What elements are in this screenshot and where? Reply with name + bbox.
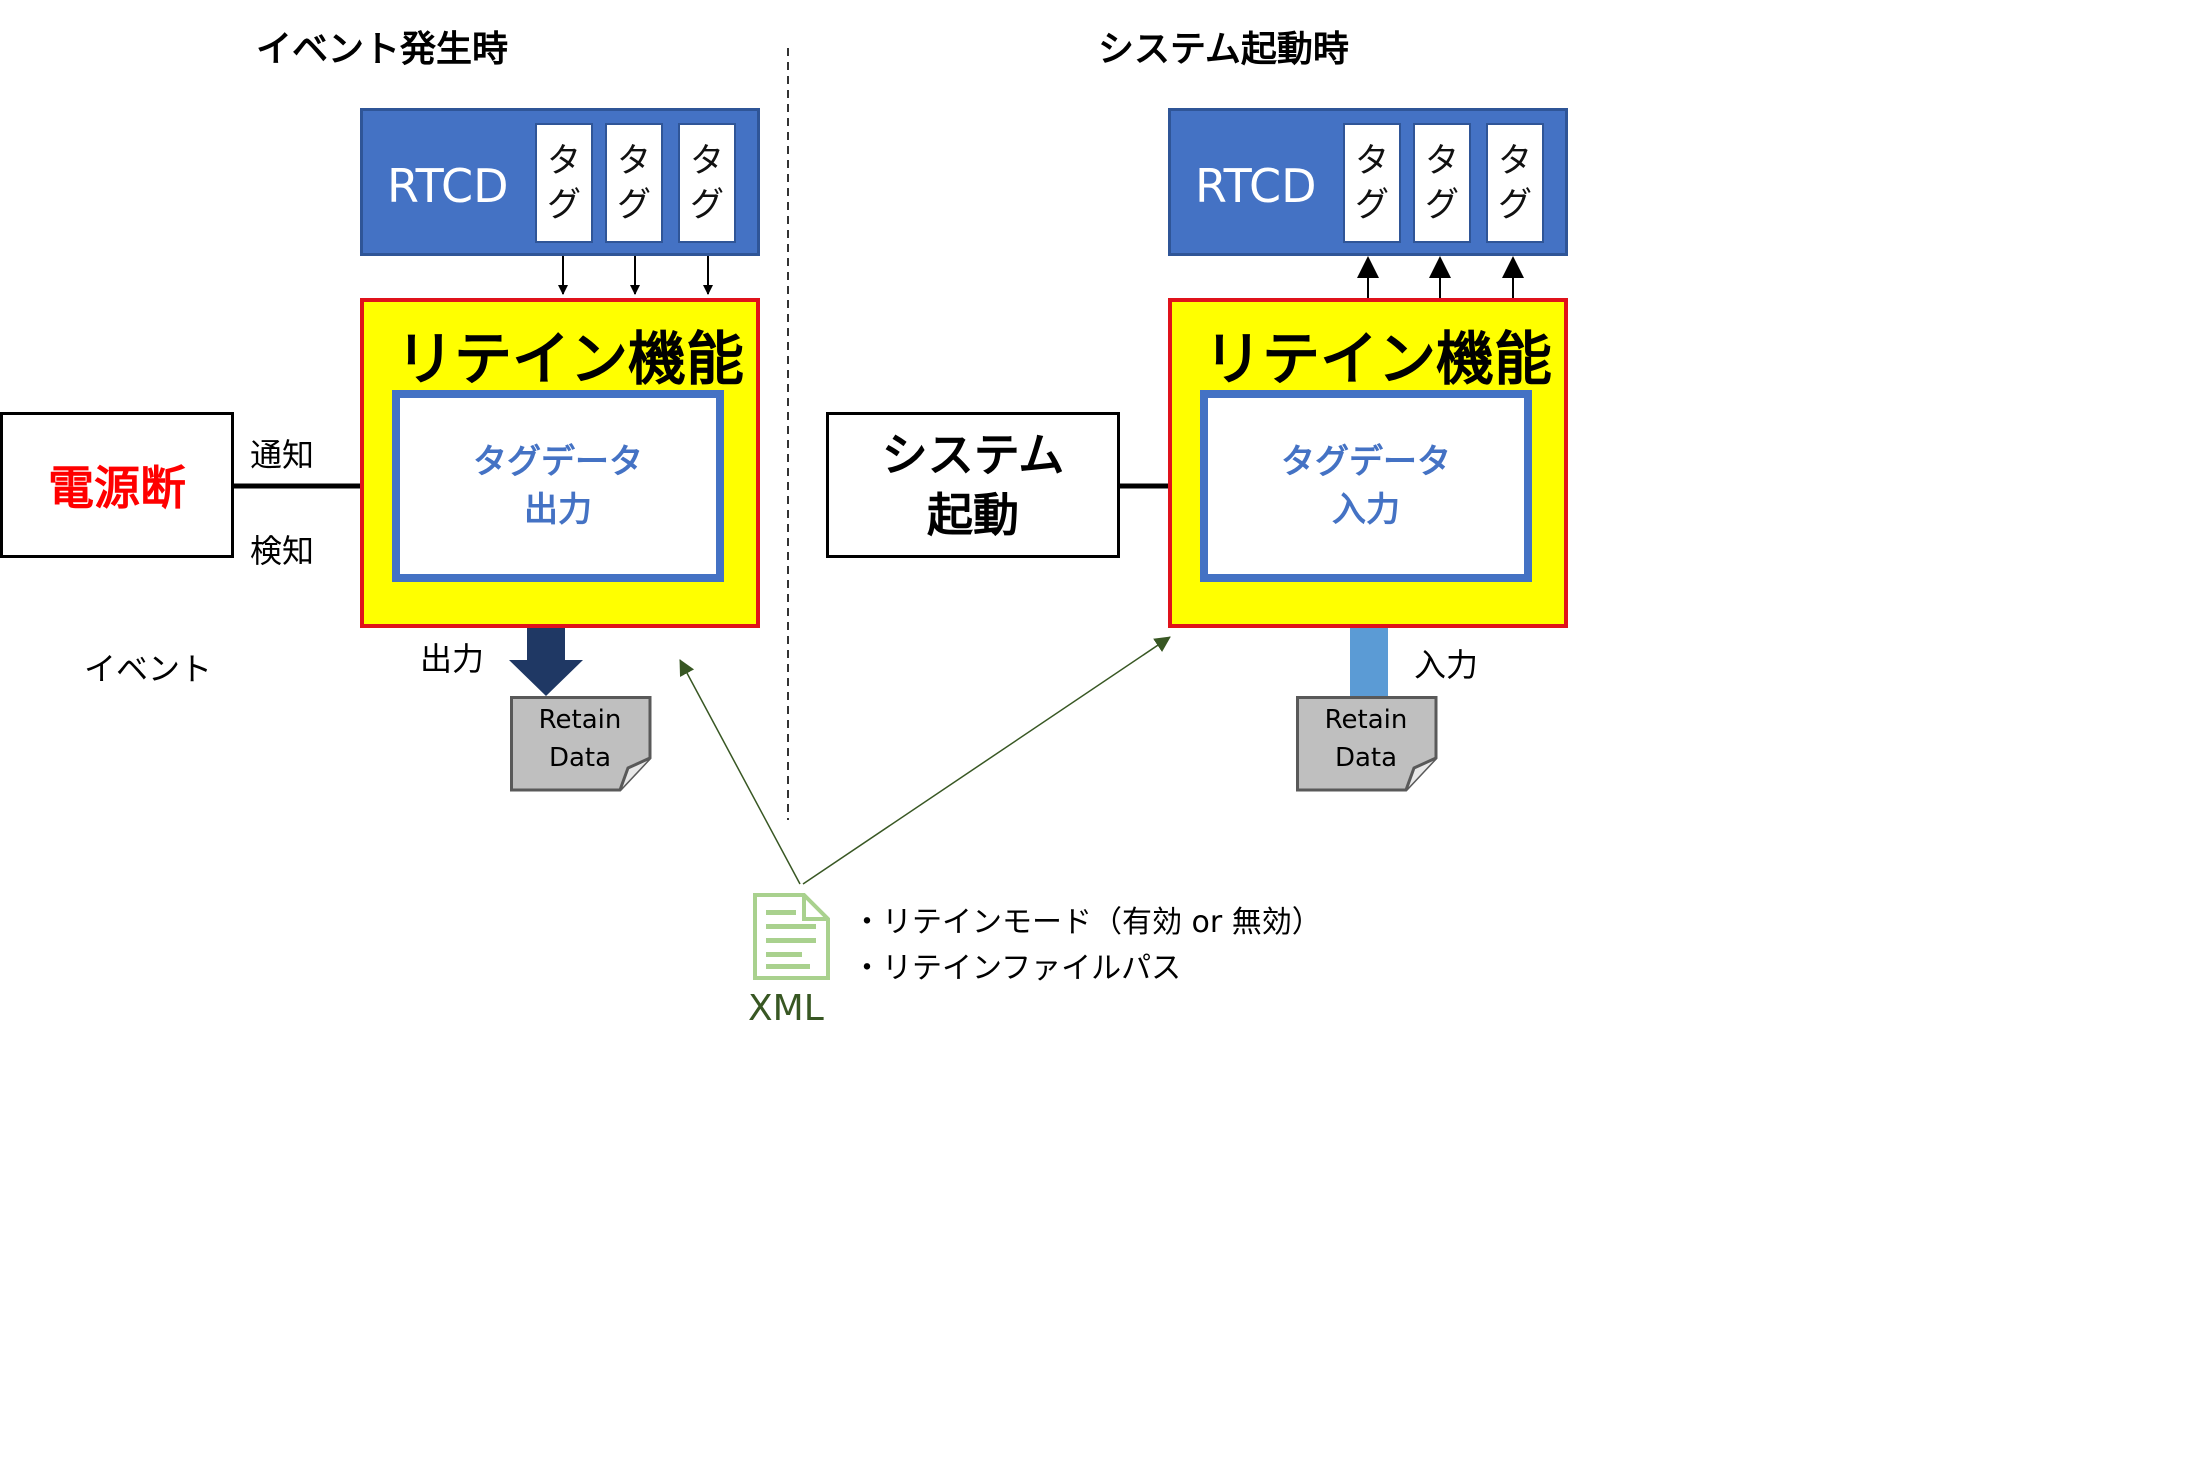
xml-to-left-arrow [679,659,801,885]
event-label: イベント [84,650,213,688]
retain-data-line1: Retain [1325,705,1408,735]
tag-data-label: タグデータ [1281,442,1451,482]
retain-function-title: リテイン機能 [396,325,745,393]
tag-char: グ [617,185,651,225]
xml-settings-list: ・リテインモード（有効 or 無効） ・リテインファイルパス [852,900,1322,992]
detect-label: 検知 [250,532,315,570]
retain-data-line2: Data [1335,743,1397,773]
tag-cell: タグ [1343,123,1401,243]
system-startup-box: システム 起動 [826,412,1120,558]
rtcd-label: RTCD [1195,159,1317,213]
notify-label: 通知 [250,436,315,474]
input-label: 入力 [1332,490,1400,530]
retain-data-document: Retain Data [1296,696,1438,792]
tag-char: タ [690,141,724,181]
tag-data-input-box: タグデータ 入力 [1200,390,1532,582]
xml-setting-retain-mode: ・リテインモード（有効 or 無効） [852,905,1322,940]
tag-char: グ [547,185,581,225]
xml-to-right-arrow [802,636,1171,885]
tag-cell: タグ [1413,123,1471,243]
tag-char: グ [690,185,724,225]
tag-cell: タグ [605,123,663,243]
rtcd-block: RTCD タグ タグ タグ [1168,108,1568,256]
output-label: 出力 [524,490,592,530]
xml-setting-file-path: ・リテインファイルパス [852,951,1182,986]
xml-label: XML [748,988,824,1029]
power-loss-box: 電源断 [0,412,234,558]
tag-cell: タグ [678,123,736,243]
retain-function-title: リテイン機能 [1204,325,1553,393]
tag-char: グ [1425,185,1459,225]
tag-char: タ [1355,141,1389,181]
output-arrow-label: 出力 [420,640,485,678]
tag-char: タ [1425,141,1459,181]
input-arrow-label: 入力 [1414,646,1479,684]
tag-char: グ [1355,185,1389,225]
retain-data-line1: Retain [539,705,622,735]
tag-cell: タグ [1486,123,1544,243]
tag-char: グ [1498,185,1532,225]
tag-cell: タグ [535,123,593,243]
retain-function-block: リテイン機能 タグデータ 入力 [1168,298,1568,628]
right-heading: システム起動時 [1098,29,1349,70]
tag-char: タ [547,141,581,181]
tag-char: タ [617,141,651,181]
rtcd-label: RTCD [387,159,509,213]
tag-char: タ [1498,141,1532,181]
retain-function-block: リテイン機能 タグデータ 出力 [360,298,760,628]
system-startup-line1: システム [881,428,1065,482]
retain-data-document: Retain Data [510,696,652,792]
tag-data-label: タグデータ [473,442,643,482]
xml-file-icon [753,893,830,980]
rtcd-block: RTCD タグ タグ タグ [360,108,760,256]
retain-data-line2: Data [549,743,611,773]
tag-data-output-box: タグデータ 出力 [392,390,724,582]
left-heading: イベント発生時 [256,29,509,70]
system-startup-line2: 起動 [927,488,1019,542]
power-loss-label: 電源断 [48,461,186,515]
